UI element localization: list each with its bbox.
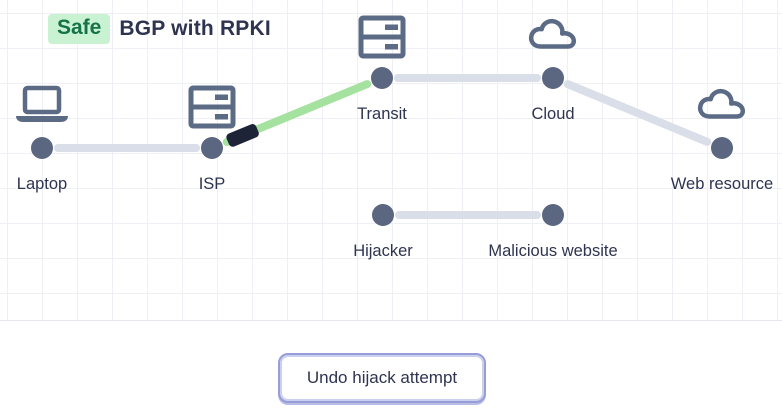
node-label-malicious: Malicious website: [488, 242, 617, 260]
page-title: BGP with RPKI: [119, 17, 271, 41]
node-label-web: Web resource: [671, 175, 773, 193]
node-isp: [201, 137, 223, 159]
diagram-canvas: Safe BGP with RPKI Laptop ISP Transit Cloud…: [0, 0, 782, 321]
node-label-laptop: Laptop: [17, 175, 67, 193]
packet: [226, 124, 259, 147]
node-laptop: [31, 137, 53, 159]
undo-hijack-button[interactable]: Undo hijack attempt: [277, 353, 487, 403]
server-icon: [188, 85, 236, 129]
footer-area: Undo hijack attempt: [0, 321, 782, 416]
cloud-icon: [528, 18, 577, 49]
node-label-hijacker: Hijacker: [353, 242, 413, 260]
cloud-icon: [697, 88, 746, 119]
node-web: [711, 137, 733, 159]
node-label-transit: Transit: [357, 105, 407, 123]
node-malicious: [542, 204, 564, 226]
node-label-cloud: Cloud: [531, 105, 574, 123]
edge-cloud-web: [563, 80, 712, 146]
diagram-title: Safe BGP with RPKI: [48, 14, 271, 45]
node-cloud: [542, 67, 564, 89]
node-label-isp: ISP: [199, 175, 226, 193]
node-transit: [371, 67, 393, 89]
laptop-icon: [16, 85, 68, 122]
node-hijacker: [372, 204, 394, 226]
safe-status-badge: Safe: [48, 14, 111, 45]
server-icon: [358, 15, 406, 59]
